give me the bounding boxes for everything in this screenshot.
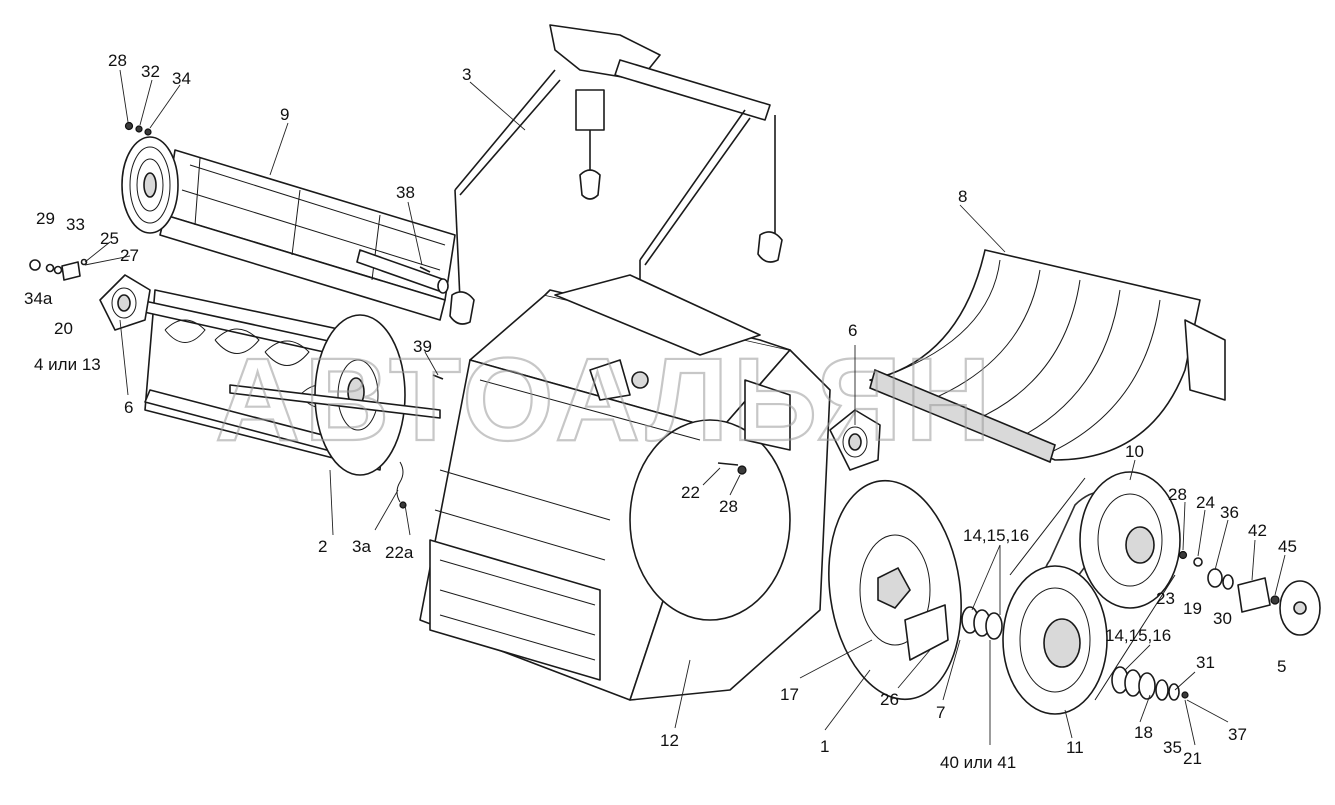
right-hub-parts <box>1178 550 1321 636</box>
callout-25: 25 <box>100 229 119 248</box>
callout-8: 8 <box>958 187 967 206</box>
callout-24: 24 <box>1196 493 1215 512</box>
callout-35: 35 <box>1163 738 1182 757</box>
thresher-housing <box>419 274 831 701</box>
callout-30: 30 <box>1213 609 1232 628</box>
rotor-drum <box>159 149 456 321</box>
callout-34: 34 <box>172 69 191 88</box>
callout-6-left: 6 <box>124 398 133 417</box>
beater-rotor <box>134 289 441 476</box>
callout-19: 19 <box>1183 599 1202 618</box>
drum-pulley <box>121 136 179 234</box>
callout-31: 31 <box>1196 653 1215 672</box>
concave-grate <box>869 249 1226 464</box>
callout-26: 26 <box>880 690 899 709</box>
left-flange-bearing <box>99 274 151 331</box>
callout-27: 27 <box>120 246 139 265</box>
callout-36: 36 <box>1220 503 1239 522</box>
callout-1: 1 <box>820 737 829 756</box>
callout-28-right: 28 <box>1168 485 1187 504</box>
callout-labels: 28 32 34 9 3 38 8 29 33 25 27 34а 20 4 и… <box>24 51 1297 772</box>
callout-42: 42 <box>1248 521 1267 540</box>
housing-hardware <box>396 266 747 509</box>
callout-2: 2 <box>318 537 327 556</box>
callout-28-top: 28 <box>108 51 127 70</box>
drum-shaft <box>356 249 449 294</box>
callout-5: 5 <box>1277 657 1286 676</box>
callout-3a: 3а <box>352 537 371 556</box>
left-small-parts <box>29 121 152 281</box>
belt-drive <box>1002 471 1181 715</box>
callout-9: 9 <box>280 105 289 124</box>
callout-37: 37 <box>1228 725 1247 744</box>
callout-28-mid: 28 <box>719 497 738 516</box>
callout-38: 38 <box>396 183 415 202</box>
callout-23: 23 <box>1156 589 1175 608</box>
callout-45: 45 <box>1278 537 1297 556</box>
callout-14-15-16-upper: 14,15,16 <box>963 526 1029 545</box>
callout-11: 11 <box>1066 738 1084 757</box>
callout-12: 12 <box>660 731 679 750</box>
callout-7: 7 <box>936 703 945 722</box>
callout-17: 17 <box>780 685 799 704</box>
callout-4-or-13: 4 или 13 <box>34 355 101 374</box>
callout-3: 3 <box>462 65 471 84</box>
callout-22: 22 <box>681 483 700 502</box>
callout-20: 20 <box>54 319 73 338</box>
callout-14-15-16-lower: 14,15,16 <box>1105 626 1171 645</box>
watermark-text: АВТОАЛЬЯН <box>215 334 995 466</box>
callout-22a: 22а <box>385 543 414 562</box>
leader-lines <box>84 69 1286 746</box>
callout-29: 29 <box>36 209 55 228</box>
right-flange-bearing <box>829 409 881 471</box>
control-linkage <box>449 24 783 380</box>
seal-rings <box>961 606 1189 701</box>
callout-21: 21 <box>1183 749 1202 768</box>
callout-33: 33 <box>66 215 85 234</box>
callout-40-or-41: 40 или 41 <box>940 753 1016 772</box>
callout-18: 18 <box>1134 723 1153 742</box>
callout-39: 39 <box>413 337 432 356</box>
callout-32: 32 <box>141 62 160 81</box>
callout-10: 10 <box>1125 442 1144 461</box>
callout-6-right: 6 <box>848 321 857 340</box>
side-cover-disc <box>828 479 962 701</box>
callout-34a: 34а <box>24 289 53 308</box>
